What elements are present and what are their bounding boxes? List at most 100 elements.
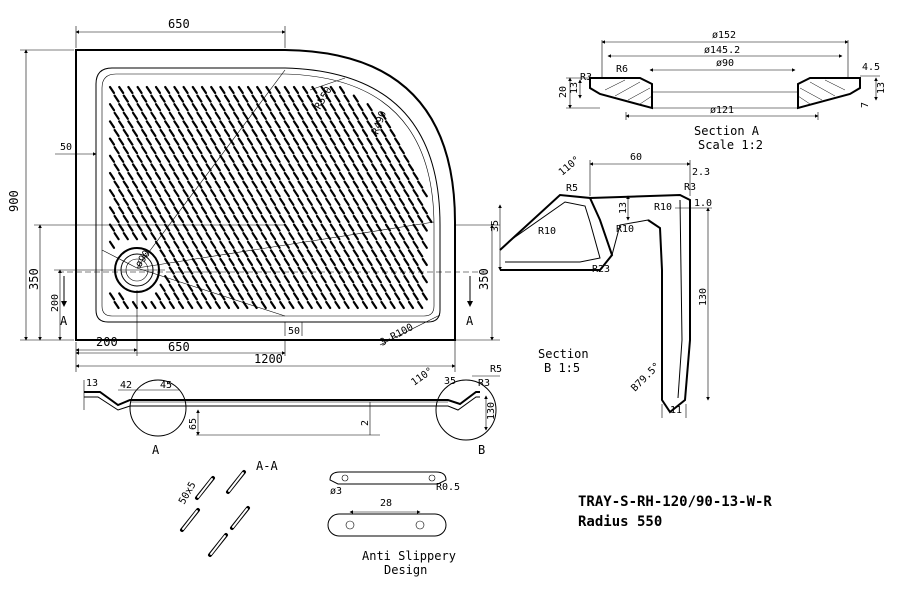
slip-dash [269, 266, 277, 275]
slip-dash [407, 300, 415, 310]
slip-dash [177, 214, 185, 224]
slip-dash [127, 120, 134, 129]
a-d13: 13 [569, 82, 580, 94]
slip-dash [269, 146, 277, 155]
slip-dash [200, 189, 208, 198]
slip-dash [366, 275, 373, 284]
slip-dash [173, 257, 180, 267]
slip-dash [113, 146, 120, 155]
slip-dash [348, 223, 355, 232]
slip-dash [366, 240, 373, 249]
slip-dash [334, 128, 341, 138]
slip-dash [173, 85, 180, 95]
section-a-scale: Scale 1:2 [698, 138, 763, 152]
slip-dash [292, 103, 300, 112]
slip-dash [329, 223, 336, 232]
slip-dash [168, 180, 175, 189]
slip-dash [315, 146, 323, 155]
slip-dash [269, 197, 277, 206]
slip-dash [380, 249, 387, 258]
slip-dash [256, 206, 263, 215]
slip-dash [237, 292, 244, 301]
slip-dash [145, 85, 152, 95]
slip-dash [371, 214, 378, 224]
slip-dash [394, 189, 401, 198]
slip-dash [320, 189, 327, 198]
slip-dash [228, 275, 235, 284]
b-r10-left: R10 [538, 226, 556, 237]
slip-dash [265, 154, 272, 163]
slip-dash [371, 197, 378, 206]
slip-dash [311, 137, 318, 146]
aa-d65: 65 [188, 418, 199, 430]
slip-dash [357, 223, 364, 232]
slip-dash [283, 120, 290, 129]
aa-r3: R3 [478, 378, 490, 389]
slip-dash [343, 283, 350, 292]
slip-dash [269, 111, 277, 120]
slip-dash [242, 94, 249, 103]
slip-dash [375, 171, 382, 181]
slip-dash [348, 240, 355, 249]
slip-dash [122, 163, 129, 172]
slip-dash [398, 283, 405, 292]
slip-dash [384, 137, 392, 146]
slip-dash [131, 214, 139, 224]
slip-dash [371, 249, 378, 258]
slip-dash [403, 257, 410, 267]
slip-dash [246, 171, 254, 181]
slip-dash [292, 240, 300, 249]
slip-dash [196, 94, 203, 103]
slip-dash [150, 300, 157, 310]
slip-dash [173, 120, 180, 129]
slip-dash [136, 137, 143, 146]
slip-d3: ø3 [330, 486, 342, 497]
slip-dash [283, 189, 290, 198]
slip-dash [325, 146, 332, 155]
slip-dash [421, 206, 428, 215]
slip-dash [219, 257, 226, 267]
slip-dash [361, 232, 369, 241]
slip-dash [154, 189, 162, 198]
slip-dash [164, 275, 171, 284]
section-aa: 13 42 45 A 65 2 B 110° 35 R3 R5 130 A-A [83, 364, 502, 473]
slip-dash [352, 197, 359, 206]
slip-dash [246, 85, 254, 95]
slip-dash [260, 128, 267, 138]
slip-dash [131, 300, 139, 310]
slip-dash [219, 171, 226, 181]
slip-dash [389, 283, 396, 292]
slip-dash [338, 275, 346, 284]
slip-dash [251, 214, 258, 224]
slip-dash [288, 249, 295, 258]
slip-dash [338, 171, 346, 181]
slip-dash [173, 240, 180, 249]
slip-dash [389, 146, 396, 155]
slip-dash [159, 146, 166, 155]
slip-dash [315, 232, 323, 241]
dim-height-900: 900 [7, 190, 21, 212]
slip-dash [154, 171, 162, 181]
slip-dash [219, 223, 226, 232]
slip-dash [164, 103, 171, 112]
slip-dash [352, 94, 359, 103]
slip-dash [159, 232, 166, 241]
slip-dash [150, 128, 157, 138]
slip-dash [292, 189, 300, 198]
slip-dash [343, 197, 350, 206]
slip-dash [384, 206, 392, 215]
slip-dash [311, 103, 318, 112]
slip-dash [131, 111, 139, 120]
slip-dash [251, 180, 258, 189]
slip-dash [159, 163, 166, 172]
slip-dash [375, 120, 382, 129]
slip-dash [302, 120, 309, 129]
slip-dash [325, 249, 332, 258]
slip-dash [288, 163, 295, 172]
slip-dash [177, 197, 185, 206]
slip-dash [256, 137, 263, 146]
slip-dash [279, 128, 286, 138]
slip-dash [223, 300, 231, 310]
slip-dash [361, 163, 369, 172]
slip-dash [371, 111, 378, 120]
